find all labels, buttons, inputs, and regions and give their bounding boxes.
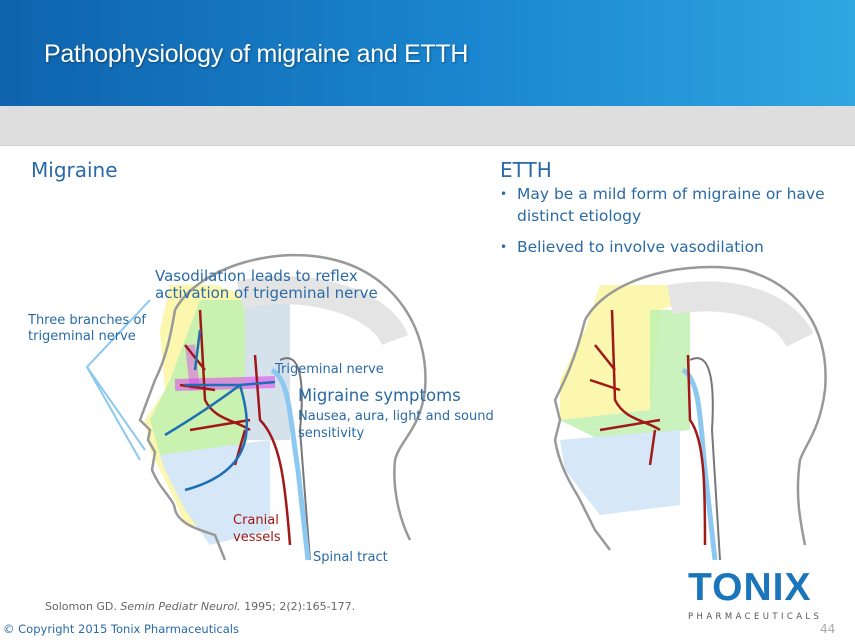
slide-title: Pathophysiology of migraine and ETTH — [44, 40, 469, 68]
etth-head-diagram — [553, 265, 827, 561]
etth-bullet-2: •Believed to involve vasodilation — [500, 238, 764, 256]
cranial-vessels-label: Cranial vessels — [233, 513, 281, 545]
title-bar: Pathophysiology of migraine and ETTH — [0, 0, 855, 106]
page-number: 44 — [820, 622, 836, 636]
migraine-heading: Migraine — [31, 158, 118, 182]
subheader-band — [0, 106, 855, 146]
spinal-tract-label: Spinal tract — [313, 550, 388, 565]
copyright: © Copyright 2015 Tonix Pharmaceuticals — [3, 622, 239, 636]
vasodilation-label: Vasodilation leads to reflex activation … — [155, 267, 378, 302]
etth-bullet-1: •May be a mild form of migraine or have … — [500, 185, 825, 225]
branches-label: Three branches of trigeminal nerve — [28, 313, 146, 344]
etth-heading: ETTH — [500, 158, 552, 182]
tonix-logo: TONIX PHARMACEUTICALS — [688, 566, 833, 623]
logo-subtitle: PHARMACEUTICALS — [688, 612, 823, 622]
symptoms-title: Migraine symptoms — [298, 386, 461, 405]
migraine-head-diagram — [85, 253, 427, 561]
citation: Solomon GD. Semin Pediatr Neurol. 1995; … — [45, 600, 356, 613]
trigeminal-label: Trigeminal nerve — [275, 362, 384, 377]
symptoms-text: Nausea, aura, light and sound sensitivit… — [298, 409, 494, 441]
logo-wordmark: TONIX — [688, 566, 812, 609]
